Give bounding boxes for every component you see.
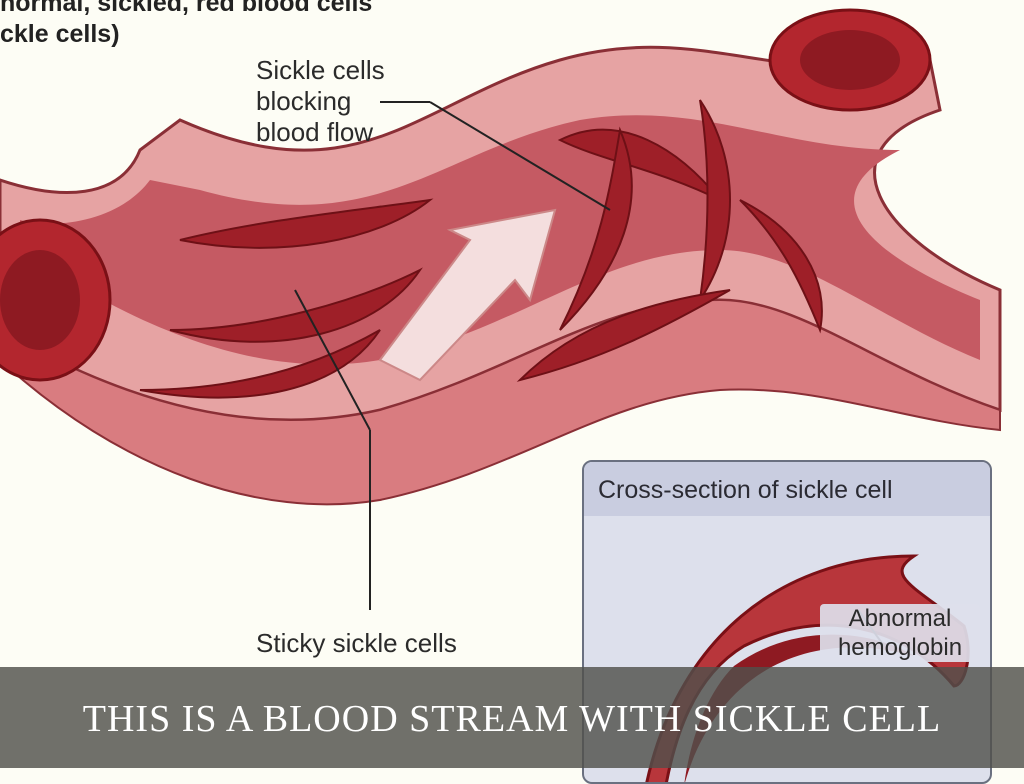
leader-line xyxy=(294,289,371,431)
red-blood-cell xyxy=(800,30,900,90)
caption-text: THIS IS A BLOOD STREAM WITH SICKLE CELL xyxy=(82,697,942,740)
label-sticky-cells: Sticky sickle cells xyxy=(256,628,457,658)
leader-line xyxy=(429,101,611,211)
blood-vessel-illustration xyxy=(0,8,1002,610)
inset-label-line: Abnormal xyxy=(848,605,952,632)
label-line: blood flow xyxy=(256,117,374,147)
top-label-line: normal, sickled, red blood cells xyxy=(0,0,373,17)
sickle-cells xyxy=(139,99,823,399)
label-line: blocking xyxy=(256,86,352,116)
top-label: normal, sickled, red blood cells ckle ce… xyxy=(0,0,372,50)
flow-arrow-icon xyxy=(378,208,557,382)
top-label-line: ckle cells) xyxy=(0,20,120,48)
vessel-bottom-wall xyxy=(0,298,1001,506)
caption-bar: THIS IS A BLOOD STREAM WITH SICKLE CELL xyxy=(0,667,1024,768)
label-line: Sickle cells xyxy=(256,55,385,85)
inset-label-line: hemoglobin xyxy=(837,634,963,661)
inset-title: Cross-section of sickle cell xyxy=(584,462,990,516)
red-blood-cell xyxy=(0,250,80,350)
inset-label: Abnormal hemoglobin xyxy=(820,604,980,662)
label-blocking-flow: Sickle cells blocking blood flow xyxy=(256,55,385,148)
